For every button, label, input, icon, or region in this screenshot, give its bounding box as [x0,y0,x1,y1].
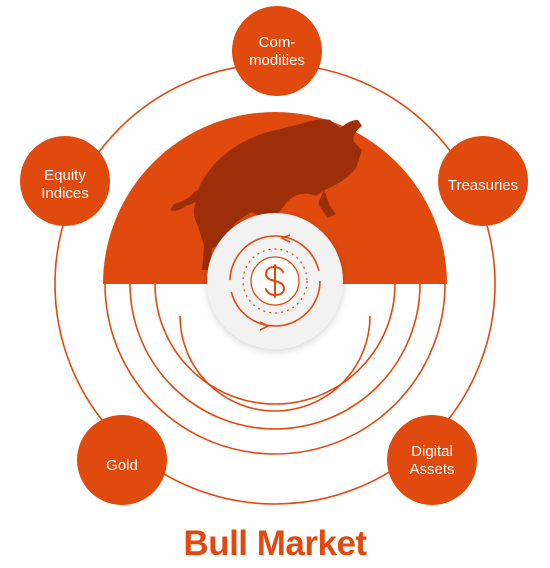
lower-arc-2 [129,283,421,430]
node-equity-indices[interactable]: Equity Indices [20,136,110,226]
node-treasuries[interactable]: Treasuries [438,136,528,226]
lower-arc-1 [104,283,446,455]
cycle-arrow-top-icon [280,234,291,243]
page-title: Bull Market [183,524,367,563]
node-commodities-label: Com- [259,34,296,51]
hub-inner-ring [229,235,321,327]
node-digital-assets-label-2: Assets [409,461,454,478]
node-treasuries-label: Treasuries [448,177,518,194]
node-gold[interactable]: Gold [77,415,167,505]
lower-arc-3 [154,283,396,405]
node-equity-indices-label-2: Indices [41,185,89,202]
node-digital-assets[interactable]: Digital Assets [387,415,477,505]
node-equity-indices-label: Equity [44,167,86,184]
node-commodities-label-2: modities [249,52,305,69]
cycle-arrow-bottom-icon [259,321,270,331]
node-commodities[interactable]: Com- modities [232,6,322,96]
node-digital-assets-label: Digital [411,443,453,460]
dollar-icon [264,264,286,298]
node-gold-label: Gold [106,457,138,474]
lower-arc-4 [179,315,371,412]
coin-ring [242,248,308,314]
